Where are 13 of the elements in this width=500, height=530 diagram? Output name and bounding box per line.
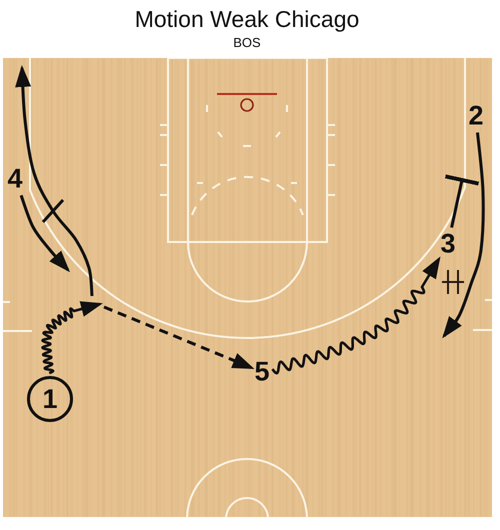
subtitle: BOS	[233, 35, 261, 50]
player-number: 5	[254, 358, 270, 386]
player-number: 3	[440, 230, 456, 258]
diagram-title: Motion Weak Chicago	[134, 6, 360, 32]
cut-arrow	[20, 194, 70, 272]
dribble-arrow	[41, 301, 103, 374]
cut-arrow	[442, 132, 485, 338]
dribble-arrow	[271, 256, 440, 374]
player-number: 2	[468, 102, 484, 130]
screen-line	[444, 174, 480, 228]
player-number: 4	[7, 166, 23, 192]
pass-arrow	[103, 306, 254, 370]
player-circle: 1	[27, 376, 73, 422]
